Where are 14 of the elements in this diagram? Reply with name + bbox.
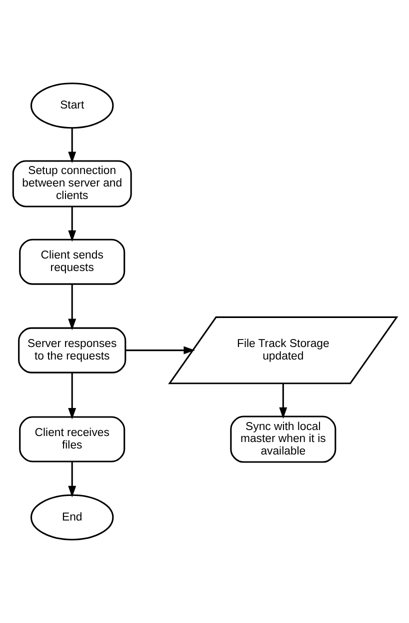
- node-ellipse: Start: [30, 82, 114, 129]
- node-ellipse: End: [30, 494, 114, 540]
- arrow: [68, 462, 76, 498]
- arrow: [125, 346, 195, 354]
- arrow: [68, 372, 76, 420]
- node-box: Server responses to the requests: [18, 327, 126, 374]
- arrow: [68, 284, 76, 330]
- arrow: [68, 128, 76, 164]
- arrow: [68, 206, 76, 242]
- node-box: Sync with local master when it is available: [230, 416, 336, 463]
- node-box: Setup connection between server and clients: [12, 160, 132, 208]
- node-box: Client sends requests: [18, 238, 125, 285]
- arrow: [278, 384, 287, 419]
- node-box: Client receives files: [18, 416, 125, 462]
